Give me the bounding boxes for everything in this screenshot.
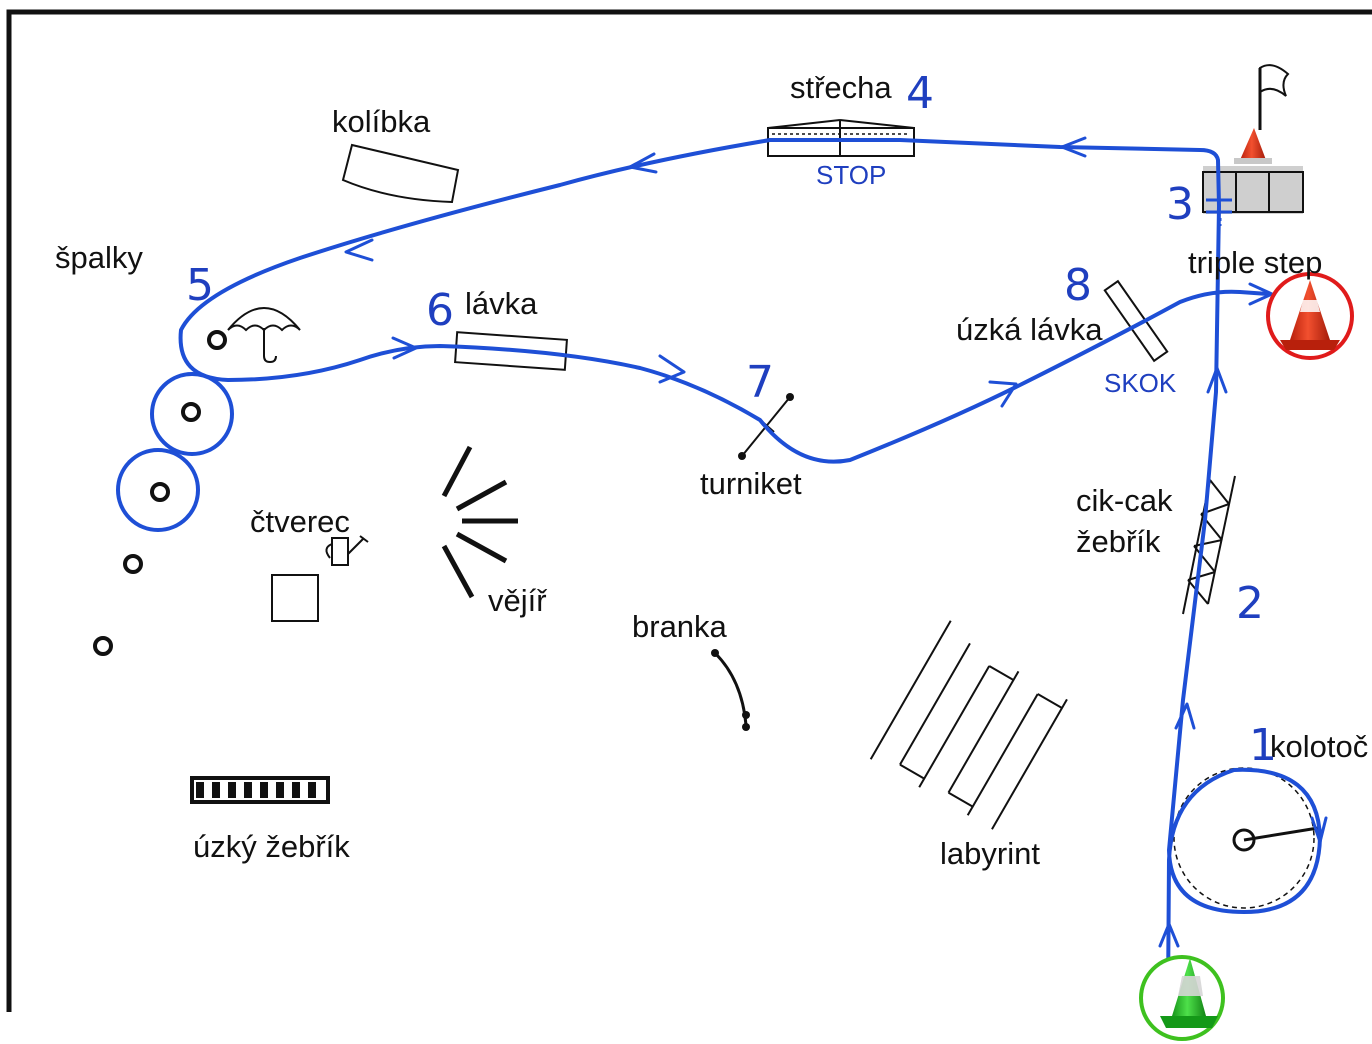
carousel-obstacle — [1173, 767, 1319, 909]
station-number-4: 4 — [906, 68, 934, 119]
direction-arrow — [1310, 816, 1328, 844]
label-turniket: turniket — [700, 466, 802, 501]
label-lavka: lávka — [465, 286, 538, 321]
red-cone-icon — [1234, 128, 1272, 164]
direction-arrow — [1174, 702, 1196, 730]
direction-arrow — [391, 336, 418, 360]
label-uzky-zebrik: úzký žebřík — [193, 829, 350, 864]
label-uzka-lavka: úzká lávka — [956, 312, 1103, 347]
label-labyrint: labyrint — [940, 836, 1040, 871]
stumps-obstacle — [93, 330, 227, 656]
label-kolibka: kolíbka — [332, 104, 431, 139]
square-obstacle — [271, 574, 319, 622]
watering-can-icon — [325, 535, 369, 566]
label-strecha: střecha — [790, 70, 892, 105]
direction-arrow — [988, 380, 1018, 408]
station-number-1: 1 — [1249, 720, 1277, 771]
course-path — [178, 138, 1322, 1002]
red-traffic-cone-icon — [1266, 272, 1354, 360]
narrow-ladder-obstacle — [190, 776, 330, 804]
stump-ring — [150, 372, 234, 456]
station-number-5: 5 — [186, 260, 214, 311]
flag-icon — [1258, 64, 1290, 130]
direction-arrow — [1060, 136, 1087, 158]
fan-obstacle — [441, 445, 518, 599]
label-triple-step: triple step — [1188, 245, 1322, 280]
station-number-6: 6 — [426, 285, 454, 336]
label-vejir: vějíř — [488, 583, 547, 618]
label-cik-cak: cik-cak — [1076, 483, 1173, 518]
label-branka: branka — [632, 609, 728, 644]
direction-arrow — [344, 238, 374, 262]
label-cik-cak-zebrik: žebřík — [1076, 524, 1161, 559]
arena-border — [6, 9, 1372, 1012]
narrow-plank-obstacle — [1103, 279, 1169, 363]
direction-arrow — [658, 354, 686, 384]
maze-obstacle — [869, 620, 1068, 830]
label-spalky: špalky — [55, 240, 143, 275]
station-number-7: 7 — [746, 357, 774, 408]
station-number-3: 3 — [1166, 179, 1194, 230]
direction-arrow — [1158, 922, 1180, 948]
direction-arrow — [1206, 366, 1228, 394]
label-ctverec: čtverec — [250, 504, 350, 539]
label-kolotoc: kolotoč — [1270, 729, 1368, 764]
green-traffic-cone-icon — [1139, 955, 1225, 1041]
label-stop: STOP — [816, 160, 886, 190]
umbrella-icon — [227, 307, 301, 364]
station-number-2: 2 — [1236, 578, 1264, 629]
direction-arrow — [628, 152, 658, 174]
label-skok: SKOK — [1104, 368, 1177, 398]
gate-obstacle — [711, 649, 750, 731]
cradle-obstacle — [341, 143, 460, 204]
station-number-8: 8 — [1064, 260, 1092, 311]
stump-ring — [116, 448, 200, 532]
